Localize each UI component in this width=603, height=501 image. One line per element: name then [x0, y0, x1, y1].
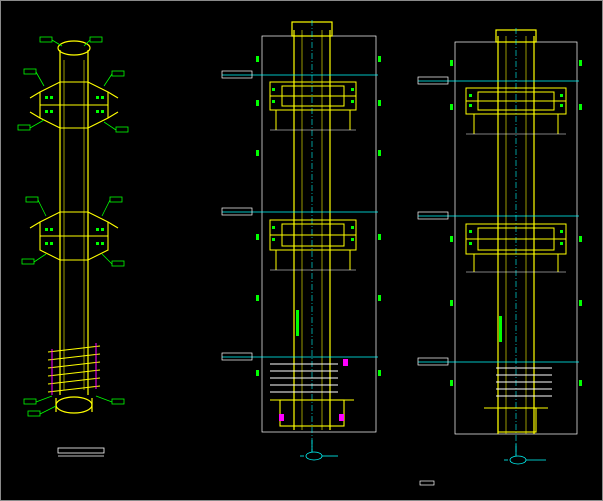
- side-upper-connection: [465, 87, 567, 135]
- front-dimension-ticks: [256, 56, 381, 376]
- level-marker-icon: [417, 211, 449, 220]
- front-middle-connection: [269, 219, 357, 271]
- level-marker-icon: [221, 70, 253, 79]
- front-magenta-marks: [279, 359, 348, 421]
- upper-joint: [29, 81, 119, 129]
- level-marker-icon: [417, 357, 449, 366]
- side-level-lines: [418, 80, 579, 363]
- level-marker-icon: [221, 352, 253, 361]
- level-marker-icon: [221, 207, 253, 216]
- side-dimension-ticks: [450, 60, 582, 386]
- upper-joint-bolts: [45, 96, 104, 113]
- front-column: [291, 21, 333, 430]
- label-bar-icon: [419, 480, 435, 486]
- lower-joint: [29, 211, 119, 261]
- front-base-plate: [270, 399, 354, 427]
- axis-bubble-icon: [305, 451, 323, 461]
- front-upper-bolts: [272, 88, 354, 103]
- side-axis-bubble: [504, 444, 546, 465]
- base-stiffeners: [47, 345, 101, 393]
- side-elevation-view[interactable]: [417, 28, 582, 486]
- front-upper-connection: [269, 81, 357, 131]
- side-middle-connection: [465, 223, 567, 273]
- dimension-tick-icon: [256, 56, 259, 62]
- front-base-anchors: [270, 363, 338, 393]
- side-middle-bolts: [469, 230, 563, 245]
- side-base-plate: [484, 407, 548, 433]
- lower-joint-bolts: [45, 228, 104, 245]
- side-view-title: [419, 480, 435, 486]
- side-base-anchors: [496, 367, 552, 397]
- axis-bubble-icon: [509, 455, 527, 465]
- isometric-title: [57, 447, 105, 457]
- isometric-view[interactable]: [17, 36, 129, 457]
- base-stiffener-ticks: [51, 343, 97, 395]
- side-upper-bolts: [469, 94, 563, 107]
- front-outline: [261, 35, 377, 433]
- side-level-markers: [417, 76, 449, 366]
- front-level-markers: [221, 70, 253, 361]
- front-elevation-view[interactable]: [221, 20, 381, 461]
- front-axis-bubble: [300, 440, 338, 461]
- front-level-lines: [222, 74, 378, 358]
- label-bar-icon: [57, 447, 105, 454]
- front-middle-bolts: [272, 226, 354, 241]
- isometric-annotations: [17, 36, 129, 417]
- level-marker-icon: [417, 76, 449, 85]
